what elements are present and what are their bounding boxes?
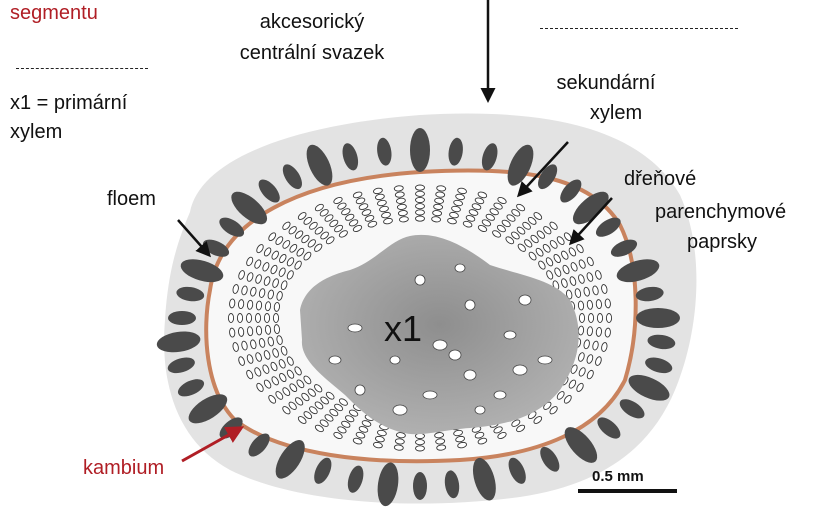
core-cell (494, 391, 506, 399)
xylem-vessel (435, 438, 445, 444)
xylem-vessel (596, 327, 602, 337)
label-central-bundle-line1: akcesorický (222, 9, 402, 36)
xylem-vessel (588, 314, 593, 323)
xylem-vessel (435, 192, 445, 198)
xylem-vessel (237, 314, 242, 323)
core-cell (329, 356, 341, 364)
xylem-vessel (273, 314, 278, 323)
label-x1: x1 (384, 308, 422, 350)
xylem-vessel (436, 185, 446, 191)
xylem-vessel (605, 328, 611, 338)
core-cell (513, 365, 527, 375)
label-rays-line3: paprsky (687, 229, 757, 256)
xylem-vessel (255, 314, 260, 323)
xylem-vessel (396, 198, 406, 204)
core-cell (348, 324, 362, 332)
label-secondary-xylem-line2: xylem (556, 100, 676, 127)
xylem-vessel (578, 301, 584, 311)
xylem-vessel (265, 301, 271, 311)
xylem-vessel (394, 185, 404, 191)
xylem-vessel (247, 300, 253, 310)
label-secondary-xylem-line1: sekundární (536, 70, 676, 97)
xylem-vessel (229, 328, 235, 338)
xylem-vessel (605, 299, 611, 309)
label-scale: 0.5 mm (592, 468, 644, 485)
xylem-vessel (274, 302, 280, 312)
core-cell (465, 300, 475, 310)
xylem-vessel (434, 432, 444, 438)
core-cell (504, 331, 516, 339)
xylem-vessel (578, 326, 584, 336)
dashed-line-right (540, 28, 738, 29)
label-rays-line2: parenchymové (655, 199, 786, 226)
xylem-vessel (229, 299, 235, 309)
xylem-vessel (416, 440, 425, 445)
label-primary-xylem-line1: x1 = primární (10, 90, 127, 117)
core-cell (415, 275, 425, 285)
label-rays-line1: dřeňové (624, 166, 696, 193)
phloem-bundle (413, 472, 427, 500)
xylem-vessel (256, 301, 262, 311)
xylem-vessel (256, 326, 262, 336)
xylem-vessel (587, 300, 593, 310)
xylem-vessel (416, 191, 425, 196)
xylem-vessel (246, 314, 251, 323)
xylem-vessel (587, 326, 593, 336)
xylem-vessel (416, 210, 425, 215)
xylem-vessel (433, 204, 443, 210)
xylem-vessel (434, 198, 444, 204)
xylem-vessel (238, 327, 244, 337)
core-cell (393, 405, 407, 415)
core-cell (455, 264, 465, 272)
label-phloem: floem (107, 186, 156, 213)
xylem-vessel (596, 299, 602, 309)
xylem-vessel (399, 216, 409, 222)
xylem-vessel (397, 204, 407, 210)
xylem-vessel (432, 210, 442, 216)
core-cell (423, 391, 437, 399)
phloem-bundle (168, 311, 196, 325)
xylem-vessel (228, 314, 233, 323)
xylem-vessel (416, 216, 425, 221)
xylem-vessel (416, 446, 425, 451)
xylem-vessel (395, 438, 405, 444)
xylem-vessel (431, 216, 441, 222)
xylem-vessel (395, 192, 405, 198)
xylem-vessel (394, 445, 404, 451)
core-cell (519, 295, 531, 305)
core-cell (390, 356, 400, 364)
xylem-vessel (606, 314, 611, 323)
xylem-vessel (274, 324, 280, 334)
phloem-bundle (636, 308, 680, 328)
xylem-vessel (416, 197, 425, 202)
xylem-vessel (247, 326, 253, 336)
xylem-vessel (416, 185, 425, 190)
xylem-vessel (597, 314, 602, 323)
xylem-vessel (238, 299, 244, 309)
core-cell (475, 406, 485, 414)
xylem-vessel (398, 210, 408, 216)
core-cell (464, 370, 476, 380)
xylem-vessel (436, 445, 446, 451)
xylem-vessel (265, 325, 271, 335)
label-segment: segmentu (10, 0, 98, 27)
dashed-line-left (16, 68, 148, 69)
label-central-bundle-line2: centrální svazek (210, 40, 414, 67)
label-primary-xylem-line2: xylem (10, 119, 62, 146)
core-cell (433, 340, 447, 350)
xylem-vessel (416, 204, 425, 209)
core-cell (355, 385, 365, 395)
xylem-vessel (264, 314, 269, 323)
xylem-vessel (579, 314, 584, 323)
label-cambium: kambium (83, 455, 164, 482)
core-cell (538, 356, 552, 364)
core-cell (449, 350, 461, 360)
phloem-bundle (410, 128, 430, 172)
